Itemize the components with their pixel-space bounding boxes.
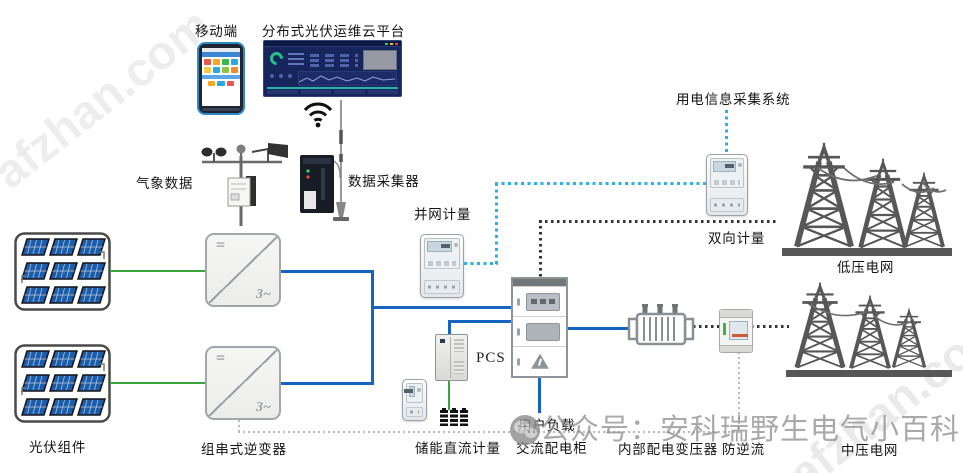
comm-line-black (693, 325, 721, 328)
dashboard-titlebar (264, 41, 401, 47)
inverter-ac-symbol: 3~ (256, 400, 271, 415)
mobile-phone-icon (197, 42, 245, 115)
pcs-cabinet-icon (435, 334, 468, 381)
comm-line-blue (495, 182, 707, 185)
ac-line (371, 306, 512, 309)
battery-icon (440, 408, 468, 426)
mv-grid-label: 中压电网 (841, 443, 899, 458)
comm-line-blue (495, 183, 498, 265)
phone-app-grid (202, 57, 240, 75)
string-inverter-icon: = 3~ (205, 233, 281, 307)
ac-cabinet-label: 交流配电柜 (516, 441, 588, 456)
pv-array-icon (14, 232, 111, 311)
phone-app-grid-2 (202, 79, 240, 88)
site-watermark: afzhan.com (0, 0, 221, 199)
dashboard-photo (363, 50, 397, 70)
dashboard-cards (267, 90, 398, 94)
lv-transmission-towers-icon (782, 142, 952, 256)
inverter-dc-symbol: = (216, 237, 226, 254)
battery-dc-line (448, 380, 450, 410)
cloud-platform-screenshot (263, 40, 402, 97)
comm-line-black (539, 220, 776, 223)
comm-line-black (751, 325, 789, 328)
dashboard-gauge-text (288, 53, 304, 65)
ac-line-pcs (448, 320, 451, 335)
warning-triangle-icon (530, 353, 549, 369)
storage-meter-label: 储能直流计量 (415, 441, 501, 456)
collector-label: 数据采集器 (348, 174, 420, 189)
mv-transmission-towers-icon (786, 282, 952, 377)
string-inverter-icon: = 3~ (205, 346, 281, 420)
lv-grid-label: 低压电网 (837, 260, 895, 275)
ac-bus-line (371, 270, 374, 385)
ac-line (281, 270, 373, 273)
phone-section-bar (202, 75, 240, 79)
comm-line-blue (725, 110, 728, 155)
weather-station-icon (201, 143, 288, 226)
anti-backflow-label: 防逆流 (722, 442, 765, 457)
dashboard-icons (270, 74, 274, 78)
consumption-meter-icon (706, 154, 748, 216)
weather-label: 气象数据 (136, 176, 194, 191)
comm-line-gray (238, 431, 740, 433)
grid-connection-meter-icon (420, 234, 464, 298)
phone-header-bar (202, 52, 240, 57)
transformer-label: 内部配电变压器 (618, 442, 719, 457)
consumption-system-label: 用电信息采集系统 (676, 92, 791, 107)
comm-line-blue (464, 262, 498, 265)
bidirectional-label: 双向计量 (708, 231, 766, 246)
inverter-ac-symbol: 3~ (256, 287, 271, 302)
inverter-dc-symbol: = (216, 350, 226, 367)
dashboard-divider (267, 87, 398, 89)
wifi-icon (303, 102, 333, 128)
storage-dc-meter-icon (402, 379, 427, 421)
ac-line (281, 382, 373, 385)
string-inverter-label: 组串式逆变器 (201, 442, 287, 457)
comm-line-black (539, 220, 542, 279)
phone-screen (202, 48, 240, 106)
anti-backflow-meter-icon (719, 309, 753, 353)
phone-home-button (202, 108, 240, 111)
dashboard-stats (310, 52, 358, 67)
pv-array-icon (14, 344, 111, 423)
ac-distribution-cabinet-icon (511, 277, 568, 378)
pv-modules-label: 光伏组件 (29, 440, 87, 455)
data-collector-icon (300, 100, 349, 221)
dc-line (110, 382, 205, 384)
account-watermark: 公众号：安科瑞野生电气小百科 (540, 414, 961, 446)
wechat-icon (510, 415, 540, 445)
mobile-label: 移动端 (195, 24, 238, 39)
comm-line-gray (238, 420, 240, 433)
comm-line-gray (738, 352, 740, 432)
pcs-label: PCS (476, 350, 506, 366)
ac-line-pcs (448, 320, 513, 323)
user-load-line (538, 378, 541, 413)
phone-statusbar (202, 48, 240, 52)
dashboard-gauge (267, 49, 286, 68)
transformer-icon (627, 304, 695, 346)
platform-label: 分布式光伏运维云平台 (262, 24, 405, 39)
ac-line-transformer (567, 327, 628, 330)
grid-meter-label: 并网计量 (414, 207, 472, 222)
dc-line (110, 270, 205, 272)
dashboard-line-chart (298, 71, 397, 86)
